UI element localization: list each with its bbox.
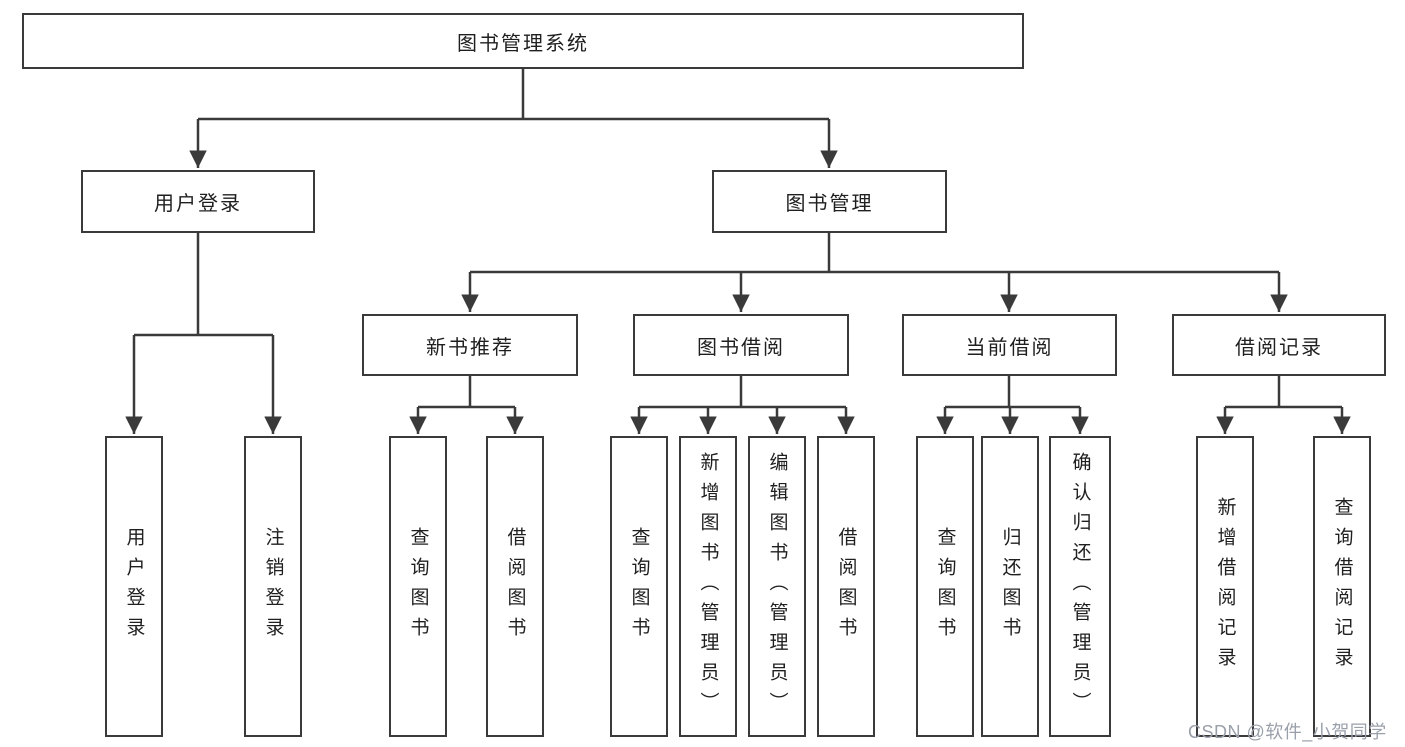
flow-node-borrow-records: 借阅记录 (1172, 314, 1386, 376)
flow-leaf-add-borrow-record: 新增借阅记录 (1196, 436, 1254, 737)
flow-leaf-label: 借阅图书 (835, 526, 857, 647)
flow-leaf-label: 确认归还（管理员） (1069, 451, 1091, 722)
flow-node-user-login: 用户登录 (81, 170, 315, 233)
flow-node-current-borrow: 当前借阅 (902, 314, 1117, 376)
flow-node-label: 图书管理 (785, 193, 874, 215)
flow-node-label: 当前借阅 (965, 336, 1054, 359)
flow-leaf-query-books-recommend: 查询图书 (389, 436, 447, 737)
flow-leaf-label: 新增借阅记录 (1214, 496, 1236, 677)
flow-node-book-management: 图书管理 (712, 170, 947, 233)
flow-node-new-book-recommend: 新书推荐 (362, 314, 578, 376)
flow-node-label: 用户登录 (154, 193, 242, 215)
flow-leaf-borrow-books: 借阅图书 (817, 436, 875, 737)
flow-leaf-label: 编辑图书（管理员） (766, 451, 788, 722)
flow-leaf-label: 用户登录 (123, 526, 145, 647)
flow-leaf-label: 查询图书 (934, 526, 956, 647)
flow-leaf-label: 归还图书 (999, 526, 1021, 647)
flow-node-label: 新书推荐 (426, 336, 514, 359)
flow-leaf-confirm-return-admin: 确认归还（管理员） (1049, 436, 1111, 737)
flow-leaf-user-login: 用户登录 (105, 436, 163, 737)
flow-node-label: 图书管理系统 (457, 32, 589, 55)
flow-node-label: 借阅记录 (1235, 336, 1323, 359)
flow-leaf-label: 新增图书（管理员） (697, 451, 719, 722)
flow-leaf-borrow-books-recommend: 借阅图书 (486, 436, 544, 737)
flow-leaf-add-books-admin: 新增图书（管理员） (679, 436, 737, 737)
flow-leaf-query-books-borrow: 查询图书 (610, 436, 668, 737)
flow-leaf-logout: 注销登录 (244, 436, 302, 737)
flow-leaf-edit-books-admin: 编辑图书（管理员） (748, 436, 806, 737)
flow-node-root-system: 图书管理系统 (22, 13, 1024, 69)
flow-leaf-label: 查询图书 (407, 526, 429, 647)
flow-leaf-label: 查询图书 (628, 526, 650, 647)
flow-leaf-label: 查询借阅记录 (1331, 496, 1353, 677)
flow-node-book-borrow: 图书借阅 (633, 314, 849, 376)
flow-leaf-query-borrow-record: 查询借阅记录 (1313, 436, 1371, 737)
csdn-watermark: CSDN @软件_小贺同学 (1188, 722, 1387, 742)
flow-node-label: 图书借阅 (697, 336, 785, 359)
flow-leaf-query-books-current: 查询图书 (916, 436, 974, 737)
flow-leaf-label: 借阅图书 (504, 526, 526, 647)
flow-leaf-return-books: 归还图书 (981, 436, 1039, 737)
flow-leaf-label: 注销登录 (262, 526, 284, 647)
